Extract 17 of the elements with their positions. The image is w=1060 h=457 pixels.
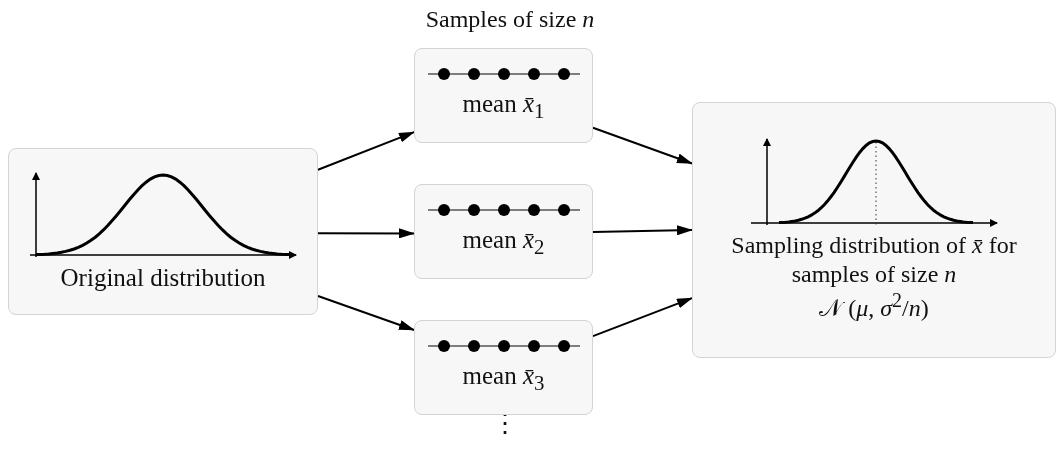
node-label: mean x̄$_{3}$ — [462, 361, 545, 396]
node-label: Original distribution — [60, 262, 266, 293]
arrow — [317, 131, 415, 171]
process-box — [692, 102, 1056, 358]
node-label: mean x̄$_{1}$ — [462, 89, 545, 124]
process-box — [414, 48, 593, 143]
arrow — [317, 294, 415, 331]
process-box — [414, 184, 593, 279]
arrow — [592, 225, 693, 236]
arrow — [592, 126, 693, 165]
process-box — [414, 320, 593, 415]
arrow — [592, 297, 693, 338]
node-label: mean x̄$_{2}$ — [462, 225, 545, 260]
arrow — [317, 228, 415, 239]
process-box — [8, 148, 318, 315]
formula-text: 𝒩 (μ, σ$^{2}$/n) — [819, 288, 929, 324]
column-heading: Samples of size n — [424, 6, 596, 33]
